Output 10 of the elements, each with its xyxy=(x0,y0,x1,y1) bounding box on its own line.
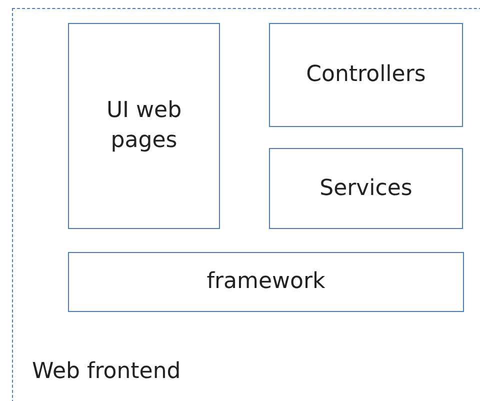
box-label: Controllers xyxy=(306,61,426,90)
box-label: Services xyxy=(320,174,412,203)
component-box xyxy=(269,148,463,229)
region-label: Web frontend xyxy=(32,359,181,384)
box-label: framework xyxy=(206,268,326,296)
component-box xyxy=(68,252,464,312)
dashed-region xyxy=(12,8,480,401)
component-box xyxy=(269,23,463,127)
box-label: UI web pages xyxy=(105,97,183,155)
component-box xyxy=(68,23,220,229)
